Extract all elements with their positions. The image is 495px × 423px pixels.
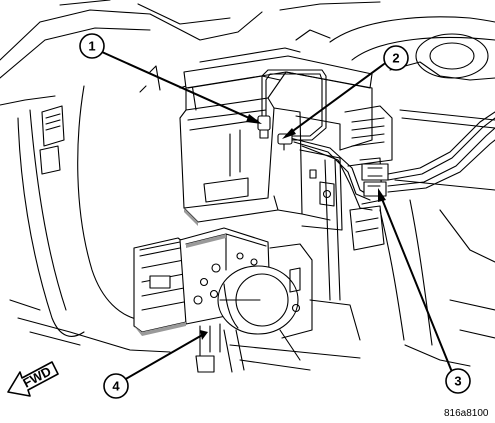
leader-line-2 [285,63,385,137]
leader-lines [101,51,453,381]
callout-4: 4 [103,373,129,399]
leader-arrowheads [200,114,386,340]
forward-direction-arrow: FWD [7,361,59,397]
callout-3: 3 [445,368,471,394]
vehicle-body-structure [0,0,495,371]
callout-1-number: 1 [88,39,95,54]
fwd-label: FWD [20,364,53,391]
callout-2-number: 2 [392,51,399,66]
module-housing [179,47,393,251]
leader-line-3 [379,193,453,373]
hydraulic-control-unit [133,227,313,373]
callout-1: 1 [79,33,105,59]
callout-4-number: 4 [112,379,120,394]
fwd-arrow-icon [7,361,59,397]
callout-3-number: 3 [454,374,461,389]
figure-id-label: 816a8100 [444,408,489,419]
leader-line-1 [101,51,259,123]
callout-2: 2 [383,45,409,71]
leader-line-4 [123,333,205,381]
brake-lines [257,69,495,211]
shading [134,208,226,336]
